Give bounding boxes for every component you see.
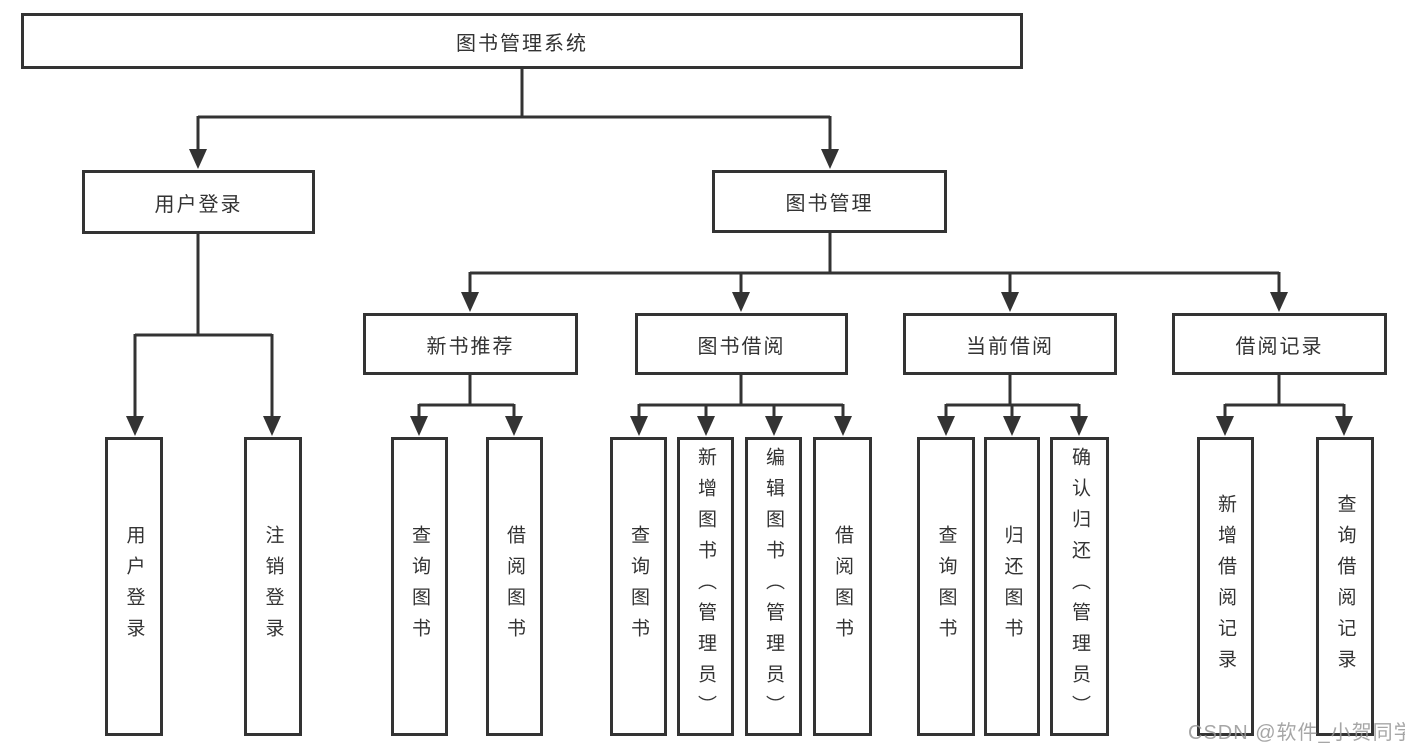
- leaf-bb-query-book: 查询图书: [610, 437, 667, 736]
- leaf-bb-add-book-admin: 新增图书（管理员）: [677, 437, 734, 736]
- leaf-br-add-record: 新增借阅记录: [1197, 437, 1254, 736]
- node-borrow-record: 借阅记录: [1172, 313, 1387, 375]
- leaf-rec-borrow-book: 借阅图书: [486, 437, 543, 736]
- node-user-login: 用户登录: [82, 170, 315, 234]
- leaf-rec-query-book: 查询图书: [391, 437, 448, 736]
- node-book-borrow: 图书借阅: [635, 313, 848, 375]
- node-new-book-recommend: 新书推荐: [363, 313, 578, 375]
- node-root: 图书管理系统: [21, 13, 1023, 69]
- leaf-bb-borrow-book: 借阅图书: [813, 437, 872, 736]
- leaf-bb-edit-book-admin: 编辑图书（管理员）: [745, 437, 802, 736]
- leaf-br-query-record: 查询借阅记录: [1316, 437, 1374, 736]
- leaf-cb-return-book: 归还图书: [984, 437, 1040, 736]
- node-current-borrow: 当前借阅: [903, 313, 1117, 375]
- arrowheads: [126, 149, 1353, 436]
- leaf-logout: 注销登录: [244, 437, 302, 736]
- node-book-management: 图书管理: [712, 170, 947, 233]
- leaf-cb-query-book: 查询图书: [917, 437, 975, 736]
- csdn-watermark: CSDN @软件_小贺同学: [1188, 722, 1405, 744]
- leaf-cb-confirm-return-admin: 确认归还（管理员）: [1050, 437, 1109, 736]
- leaf-user-login: 用户登录: [105, 437, 163, 736]
